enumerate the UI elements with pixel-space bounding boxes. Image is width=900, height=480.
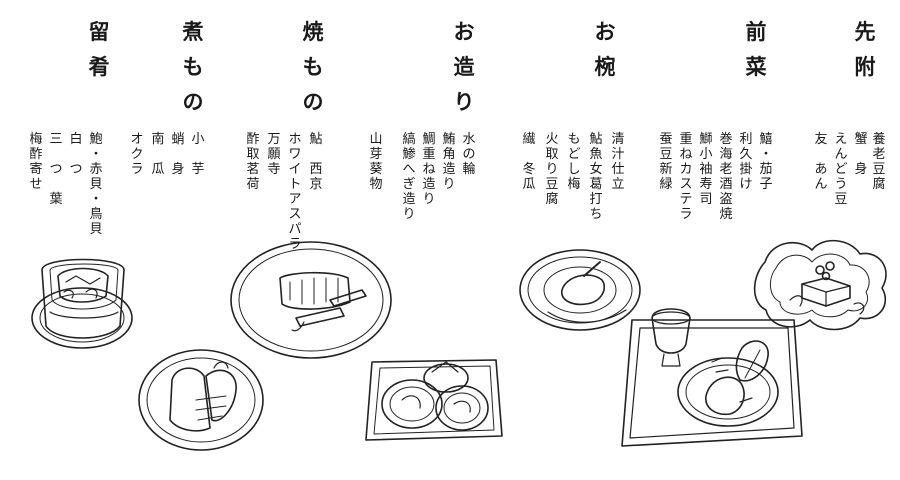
dish-item: 友 あん: [814, 132, 828, 192]
owan-bowl-illustration: [519, 249, 641, 331]
dish-item: 蚕豆新緑: [659, 132, 673, 192]
dish-item: 南 瓜: [151, 132, 165, 177]
dish-item: ホワイトアスパラ: [288, 132, 302, 252]
dish-item: 蛸 身: [171, 132, 185, 177]
heading-tomezakana: 留肴: [88, 19, 110, 79]
heading-nimono: 煮もの: [182, 19, 204, 114]
otsukuri-tray-illustration: [365, 359, 503, 441]
dish-item: 利久掛け: [739, 132, 753, 192]
dish-item: 巻海老酒盗焼: [719, 132, 733, 222]
dish-item: 縞鯵へぎ造り: [402, 132, 416, 222]
dish-item: 水の輪: [462, 132, 476, 177]
dish-item: 繊 冬瓜: [522, 132, 536, 192]
heading-sakizuke: 先附: [854, 19, 876, 79]
dish-item: 鮪角造り: [442, 132, 456, 192]
dish-item: もどし梅: [567, 132, 581, 192]
dish-item: 三 つ 葉: [49, 132, 63, 207]
dish-item: 蟹 身: [854, 132, 868, 177]
dish-item: オクラ: [130, 132, 144, 177]
dish-item: 酢取茗荷: [246, 132, 260, 192]
dish-item: 鰤小袖寿司: [699, 132, 713, 207]
dish-item: 鮎魚女葛打ち: [589, 132, 603, 222]
dish-item: 清汁仕立: [611, 132, 625, 192]
dish-item: 鯛重ね造り: [422, 132, 436, 207]
dish-item: 火取り豆腐: [545, 132, 559, 207]
dish-item: 小 芋: [191, 132, 205, 177]
dish-item: 山芽葵物: [369, 132, 383, 192]
zensai-tray-illustration: [621, 308, 803, 447]
dish-item: 鮎 西京: [309, 132, 323, 192]
heading-zensai: 前菜: [745, 19, 767, 79]
tomezakana-cup-illustration: [31, 258, 133, 349]
yakimono-plate-illustration: [230, 241, 392, 359]
dish-item: 鱚・茄子: [759, 132, 773, 192]
dish-item: 白 つ: [69, 132, 83, 177]
sakizuke-plate-illustration: [753, 239, 887, 331]
heading-otsukuri: お造り: [453, 19, 475, 114]
dish-item: 万願寺: [267, 132, 281, 177]
heading-owan: お椀: [594, 19, 616, 79]
dish-item: 鮑・赤貝・鳥貝: [89, 132, 103, 237]
nimono-bowl-illustration: [138, 349, 264, 451]
dish-item: えんどう豆: [834, 132, 848, 207]
dish-item: 重ねカステラ: [679, 132, 693, 222]
dish-item: 養老豆腐: [872, 132, 886, 192]
dish-item: 梅酢寄せ: [29, 132, 43, 192]
heading-yakimono: 焼もの: [302, 19, 324, 114]
